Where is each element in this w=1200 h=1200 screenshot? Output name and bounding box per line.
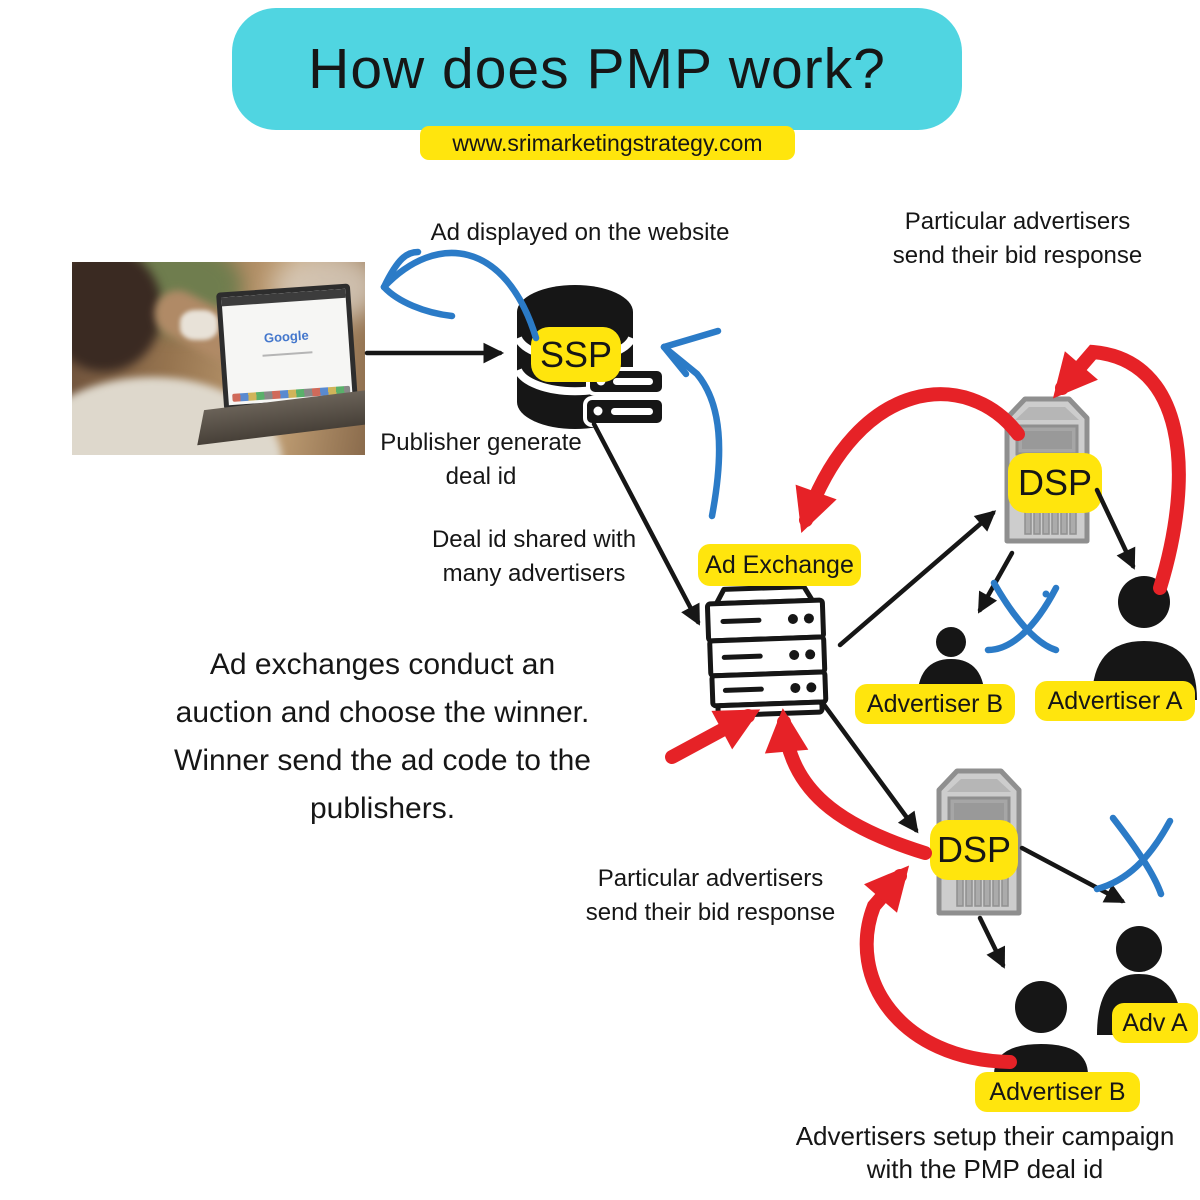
note-bid-response-mid: Particular advertisers send their bid re… xyxy=(585,865,836,926)
ad-exchange-label: Ad Exchange xyxy=(698,544,861,586)
photo-coffee-cup xyxy=(180,310,218,340)
note-campaign-setup: Advertisers setup their campaign with th… xyxy=(795,1121,1175,1184)
note-deal-id-shared: Deal id shared with many advertisers xyxy=(431,526,637,587)
publisher-photo: Google xyxy=(72,262,365,455)
advertiser-b-bottom-person-icon xyxy=(994,981,1088,1075)
website-url: www.srimarketingstrategy.com xyxy=(420,126,795,160)
advertiser-b-top-label: Advertiser B xyxy=(855,684,1015,724)
ad-exchange-server-icon xyxy=(704,584,829,719)
dsp-bottom-label: DSP xyxy=(930,820,1018,880)
page-title: How does PMP work? xyxy=(232,8,962,130)
ssp-label: SSP xyxy=(531,327,621,382)
note-bid-response-top: Particular advertisers send their bid re… xyxy=(892,208,1143,269)
dsp-top-label: DSP xyxy=(1008,453,1102,513)
note-publisher-deal-id: Publisher generate deal id xyxy=(380,429,582,490)
adv-a-bottom-label: Adv A xyxy=(1112,1003,1198,1043)
advertiser-a-top-label: Advertiser A xyxy=(1035,681,1195,721)
advertiser-b-bottom-label: Advertiser B xyxy=(975,1072,1140,1112)
note-ad-displayed: Ad displayed on the website xyxy=(430,219,730,246)
note-auction: Ad exchanges conduct an auction and choo… xyxy=(174,648,591,825)
